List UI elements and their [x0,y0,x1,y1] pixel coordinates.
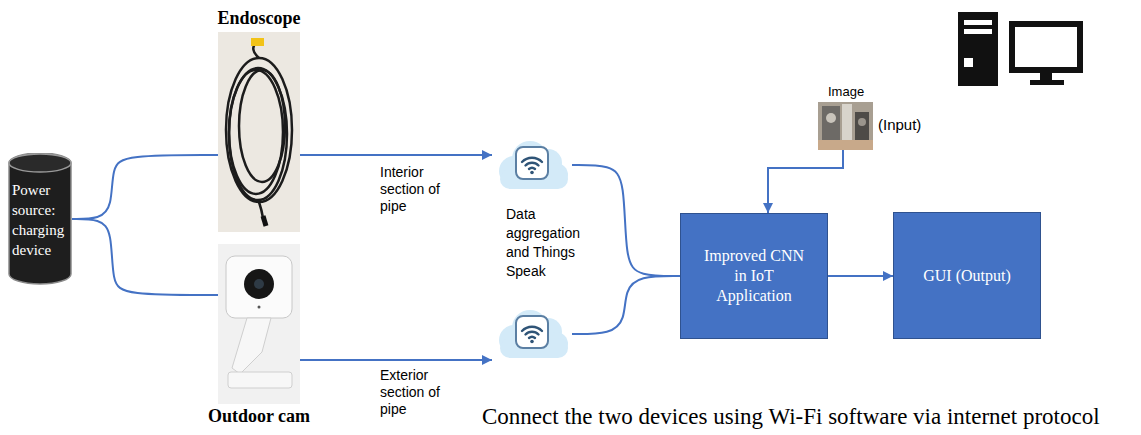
cloud-wifi-icon [499,141,568,189]
connector-label: Interior section of pipe [380,164,460,215]
input-image-photo-art [818,102,873,150]
cloud-aggregation-node: Data aggregation and Things Speak [492,133,572,197]
outdoor-camera-photo-art [258,306,261,309]
outdoor-camera-photo-art [218,244,300,404]
input-image-photo-art [858,118,866,126]
endoscope-photo-art [263,216,266,226]
input-image-photo-art [842,104,852,144]
connector-label: Exterior section of pipe [380,367,460,418]
computer-icon [964,20,992,25]
power-bracket-line [72,219,218,295]
device-heading: Outdoor cam [194,406,324,426]
input-image-frame: Image(Input) [818,102,873,150]
input-image-photo-art [822,106,840,144]
endoscope-photo-art [218,32,300,232]
output-box: GUI (Output) [893,212,1041,339]
computer-icon [1030,80,1064,85]
power-bracket-line [72,155,218,219]
outdoor-camera-photo-art [232,318,271,374]
cylinder-top [9,154,71,172]
input-image-photo-art [855,112,869,140]
computer-icon [958,12,1080,86]
cloud-caption: Data aggregation and Things Speak [506,205,606,281]
endoscope-photo-art [218,32,300,232]
outdoor-camera-photo-art [228,372,292,388]
image-heading: Image [828,84,864,100]
cloud-aggregation-node [492,302,572,366]
endoscope-photo-art [226,44,292,218]
outdoor-camera-photo-art [244,269,274,299]
input-label: (Input) [878,116,921,134]
power-source-label: Power source: charging device [12,180,68,260]
power-source-cylinder: Power source: charging device [8,153,72,285]
process-label: Improved CNN in IoT Application [700,246,808,306]
device-heading: Endoscope [194,7,324,29]
endoscope-photo-art [259,202,263,218]
outdoor-camera-photo-art [254,279,264,289]
output-label: GUI (Output) [923,266,1011,286]
input-image-photo-art [818,140,873,150]
input-image-photo-art [826,113,836,123]
cylinder-body [9,153,71,284]
merge-bracket-line [572,276,680,334]
endoscope-photo-frame: Endoscope [218,32,300,232]
endoscope-photo-art [253,44,259,58]
outdoor-camera-photo-frame: Outdoor cam [218,244,300,404]
input-arrow [768,150,843,213]
outdoor-camera-photo-art [218,244,300,404]
endoscope-photo-art [251,38,264,46]
cylinder-outline [8,153,72,285]
output-arrow [828,275,893,277]
endoscope-photo-art [229,68,287,200]
process-box: Improved CNN in IoT Application [680,213,828,339]
cloud-wifi-icon [499,310,568,358]
computer-icon [1040,73,1052,80]
computer-icon [964,29,992,34]
computer-icon [1012,24,1080,70]
figure-caption: Connect the two devices using Wi-Fi soft… [482,404,1100,430]
endoscope-photo-art [226,58,292,202]
merge-bracket-line [572,165,680,276]
computer-icon [964,58,973,67]
data-arrow [300,359,492,361]
outdoor-camera-photo-art [226,256,292,318]
data-arrow [300,154,492,156]
computer-icon [958,12,998,86]
input-image-photo-art [818,102,873,150]
